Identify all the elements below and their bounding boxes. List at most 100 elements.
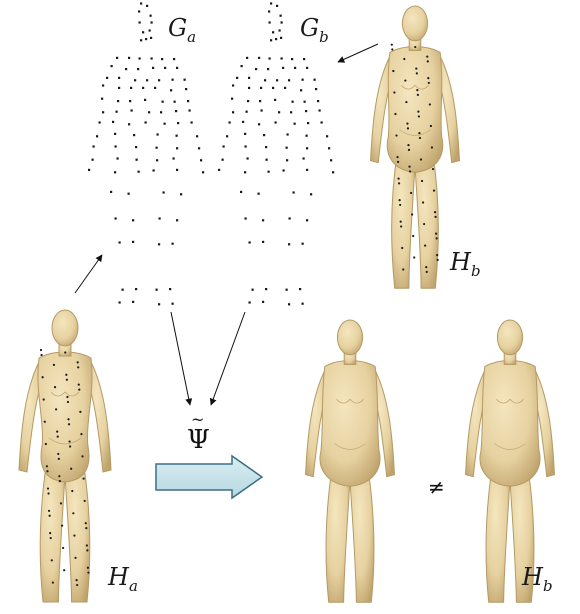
marker-dot [424,244,426,246]
marker-dot [71,490,73,492]
marker-dot [430,125,432,127]
marker-dot [87,567,89,569]
label-h-a: Ha [107,563,138,595]
marker-dot [51,559,53,561]
marker-dot [434,216,436,218]
marker-dot [403,58,405,60]
cloud-point [185,88,187,90]
cloud-point [265,288,267,290]
cloud-point [176,169,178,171]
cloud-point [169,288,171,290]
marker-dot [65,374,67,376]
cloud-point [246,111,248,113]
cloud-point [283,169,285,171]
marker-dot [62,547,64,549]
cloud-point [302,243,304,245]
cloud-point [116,111,118,113]
marker-dot [69,445,71,447]
cloud-point [248,77,250,79]
marker-dot [54,386,56,388]
cloud-point [189,109,191,111]
cloud-point [282,67,284,69]
marker-dot [415,67,417,69]
cloud-point [321,121,323,123]
cloud-point [281,21,283,23]
marker-dot [47,487,49,489]
cloud-point [114,171,116,173]
marker-dot [432,168,434,170]
cloud-point [249,241,251,243]
cloud-point [158,79,160,81]
cloud-point [151,57,153,59]
cloud-point [132,241,134,243]
cloud-point [117,157,119,159]
marker-dot [77,361,79,363]
marker-dot [406,122,408,124]
cloud-point [135,146,137,148]
cloud-point [252,289,254,291]
cloud-point [145,121,147,123]
psi-symbol: Ψ [187,425,210,455]
cloud-point [119,301,121,303]
cloud-point [128,57,130,59]
not-equal-sign: ≠ [428,475,445,499]
torso [38,352,92,482]
cloud-point [260,87,262,89]
marker-dot [408,166,410,168]
cloud-point [176,135,178,137]
marker-dot [50,537,52,539]
cloud-point [146,79,148,81]
cloud-point [272,87,274,89]
cloud-point [146,5,148,7]
cloud-point [288,303,290,305]
head [497,320,522,355]
cloud-point [184,79,186,81]
marker-dot [59,480,61,482]
cloud-point [151,21,153,23]
cloud-point [136,159,138,161]
marker-dot [68,440,70,442]
cloud-point [128,193,130,195]
cloud-point [278,111,280,113]
cloud-point [306,135,308,137]
cloud-point [286,159,288,161]
cloud-point [154,87,156,89]
cloud-point [137,68,139,70]
cloud-point [287,133,289,135]
cloud-point [294,123,296,125]
cloud-point [161,58,163,60]
marker-dot [407,127,409,129]
cloud-point [229,121,231,123]
cloud-point [302,303,304,305]
cloud-point [276,79,278,81]
cloud-point [130,87,132,89]
marker-dot [413,256,415,258]
marker-dot [70,468,72,470]
marker-dot [431,146,433,148]
marker-dot [78,388,80,390]
transfer-arrow [156,456,262,498]
cloud-point [242,121,244,123]
cloud-point [232,111,234,113]
cloud-point [275,121,277,123]
arrow-hb-to-gb [338,44,378,62]
cloud-point [118,87,120,89]
marker-dot [57,435,59,437]
cloud-point [156,159,158,161]
marker-dot [411,213,413,215]
marker-dot [66,396,68,398]
cloud-point [306,147,308,149]
cloud-point [267,68,269,70]
cloud-point [270,2,272,4]
cloud-point [262,301,264,303]
marker-dot [436,254,438,256]
cloud-point [265,146,267,148]
cloud-point [163,191,165,193]
cloud-point [275,38,277,40]
marker-dot [416,89,418,91]
cloud-point [248,87,250,89]
cloud-point [145,38,147,40]
marker-dot [86,544,88,546]
cloud-point [284,87,286,89]
marker-dot [407,144,409,146]
